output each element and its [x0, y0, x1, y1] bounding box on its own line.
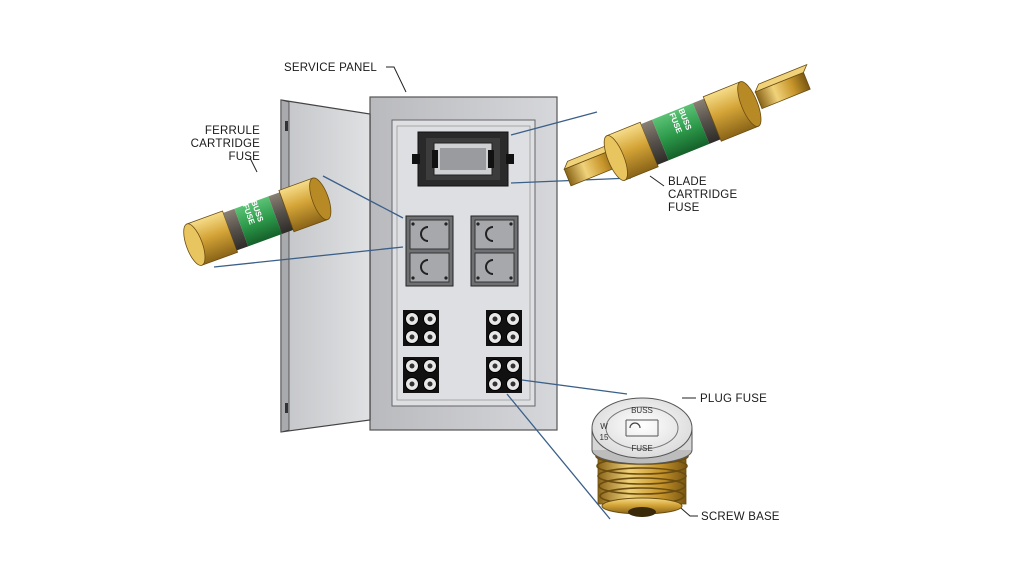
label-ferrule-line-2: CARTRIDGE	[191, 138, 260, 150]
panel-door	[280, 99, 371, 433]
label-plug-fuse: PLUG FUSE	[700, 393, 767, 405]
label-blade-line-1: BLADE	[668, 176, 707, 188]
plug-fuse: BUSS FUSE W 15	[591, 397, 693, 517]
main-fuse-block	[412, 131, 514, 187]
label-blade-line-2: CARTRIDGE	[668, 189, 737, 201]
blade-cartridge-fuse: BUSS FUSE	[563, 63, 811, 187]
label-blade-line-3: FUSE	[668, 202, 700, 214]
label-ferrule-line-1: FERRULE	[205, 125, 260, 137]
socket-group-3	[403, 357, 439, 393]
socket-group-2	[486, 310, 522, 346]
label-ferrule-line-3: FUSE	[229, 151, 261, 163]
ferrule-cartridge-fuse: BUSS FUSE	[183, 177, 332, 266]
service-panel	[280, 96, 558, 433]
fuse-block-right	[470, 215, 519, 287]
plug-marking-bottom: FUSE	[631, 444, 652, 453]
socket-group-1	[403, 310, 439, 346]
cartridge-fuse-blocks	[405, 215, 519, 287]
label-service-panel: SERVICE PANEL	[284, 62, 377, 74]
plug-marking-top: BUSS	[631, 406, 653, 415]
fuse-block-left	[405, 215, 454, 287]
label-screw-base: SCREW BASE	[701, 511, 780, 523]
callout-labels: SERVICE PANEL FERRULE CARTRIDGE FUSE BLA…	[191, 62, 780, 523]
plug-marking-left-2: 15	[600, 433, 609, 442]
socket-group-4	[486, 357, 522, 393]
plug-marking-left-1: W	[600, 422, 608, 431]
plug-fuse-sockets	[403, 310, 522, 393]
leader-lines	[213, 66, 698, 520]
